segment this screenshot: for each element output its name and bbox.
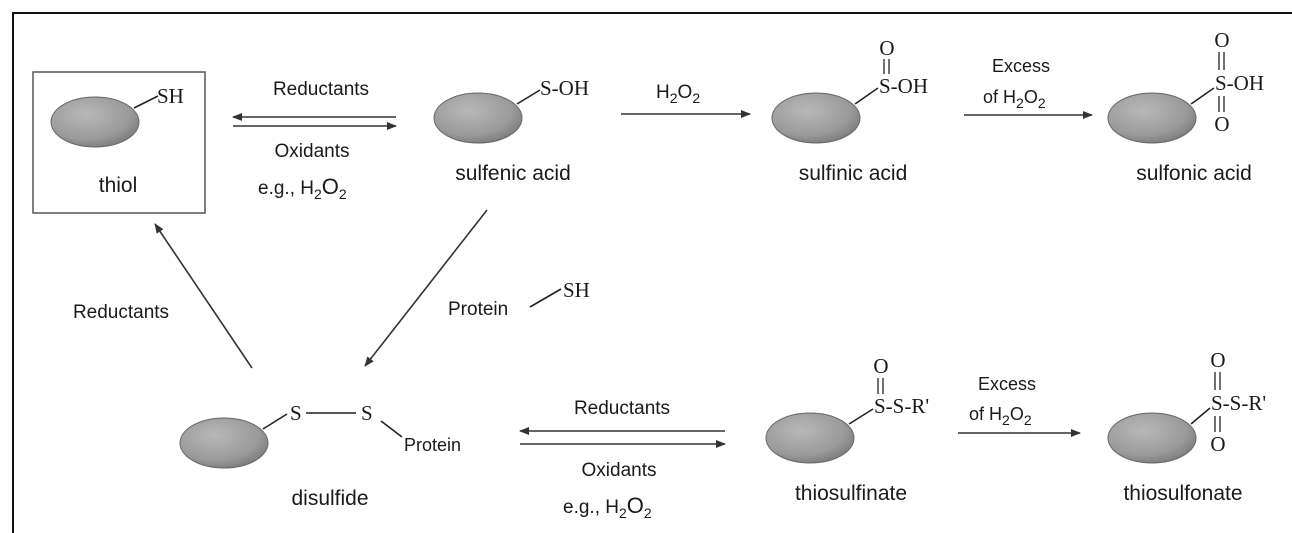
- bond-line: [529, 288, 562, 308]
- protein-blob: [771, 92, 861, 144]
- s1-label: S: [290, 401, 302, 425]
- bond-line: [1190, 87, 1215, 105]
- reductants-label: Reductants: [273, 79, 369, 100]
- disulfide-species: S S Protein disulfide: [179, 401, 461, 510]
- thiosulfinate-name: thiosulfinate: [795, 482, 907, 505]
- o-text: O: [322, 174, 339, 199]
- eg-text: e.g., H: [258, 178, 314, 199]
- sulfonic-group: S-OH: [1215, 71, 1264, 95]
- sub-2: 2: [1002, 412, 1010, 428]
- of-h-text: of H: [969, 404, 1002, 424]
- of-h2o2-label: of H2O2: [969, 404, 1032, 428]
- bond-line: [1190, 407, 1211, 425]
- sulfinic-acid-species: O S-OH sulfinic acid: [771, 36, 928, 185]
- protein-sh-reagent: Protein SH: [448, 278, 590, 320]
- sh-label: SH: [563, 278, 590, 302]
- disulfide-thiosulfinate-equilibrium: Reductants Oxidants e.g., H2O2: [519, 398, 726, 521]
- thiosulfinate-species: O S-S-R' thiosulfinate: [765, 354, 929, 505]
- sub-2: 2: [619, 505, 627, 521]
- o-text: O: [1024, 87, 1038, 107]
- h-text: H: [656, 82, 670, 103]
- of-h-text: of H: [983, 87, 1016, 107]
- oxygen-bottom: O: [1210, 432, 1225, 456]
- oxygen-top: O: [1210, 348, 1225, 372]
- sulfinic-name: sulfinic acid: [799, 162, 908, 185]
- oxidants-label: Oxidants: [582, 460, 657, 481]
- reductants-label: Reductants: [574, 398, 670, 419]
- sub-2: 2: [692, 90, 700, 106]
- sulfenic-to-disulfide-arrow: [364, 209, 488, 367]
- excess-label: Excess: [978, 374, 1036, 394]
- sulfinic-group: S-OH: [879, 74, 928, 98]
- bond-line: [380, 420, 403, 438]
- oxygen-top: O: [879, 36, 894, 60]
- o-text: O: [627, 493, 644, 518]
- excess-label: Excess: [992, 56, 1050, 76]
- eg-text: e.g., H: [563, 497, 619, 518]
- protein-blob: [765, 412, 855, 464]
- sulfenic-name: sulfenic acid: [455, 162, 571, 185]
- bond-line: [133, 95, 159, 109]
- s2-label: S: [361, 401, 373, 425]
- disulfide-to-thiol-arrow: [154, 223, 253, 369]
- o-text: O: [1010, 404, 1024, 424]
- protein-blob: [50, 96, 140, 148]
- sulfonic-name: sulfonic acid: [1136, 162, 1252, 185]
- thiosulfonate-species: O S-S-R' O thiosulfonate: [1107, 348, 1266, 505]
- diagram-frame: [12, 12, 1292, 533]
- sub-2: 2: [1016, 95, 1024, 111]
- h2o2-label: H2O2: [656, 82, 700, 106]
- sub-2: 2: [1024, 412, 1032, 428]
- protein-blob: [433, 92, 523, 144]
- sub-2: 2: [670, 90, 678, 106]
- sub-2: 2: [644, 505, 652, 521]
- excess-h2o2-arrow-2: Excess of H2O2: [958, 374, 1081, 437]
- sub-2: 2: [314, 186, 322, 202]
- protein-blob: [179, 417, 269, 469]
- thiosulfonate-name: thiosulfonate: [1123, 482, 1242, 505]
- thiol-group: SH: [157, 84, 184, 108]
- oxygen-top: O: [1214, 28, 1229, 52]
- oxygen-bottom: O: [1214, 112, 1229, 136]
- oxidants-label: Oxidants: [275, 141, 350, 162]
- thiol-box: [32, 71, 206, 214]
- bond-line: [516, 89, 541, 105]
- protein-blob: [1107, 92, 1197, 144]
- bond-line: [854, 87, 879, 105]
- reductants-side-label: Reductants: [73, 302, 169, 323]
- excess-h2o2-arrow-1: Excess of H2O2: [964, 56, 1093, 119]
- oxygen-top: O: [873, 354, 888, 378]
- thiol-species: SH thiol: [32, 71, 206, 214]
- h2o2-arrow-1: H2O2: [621, 82, 751, 118]
- of-h2o2-label: of H2O2: [983, 87, 1046, 111]
- disulfide-name: disulfide: [291, 487, 368, 510]
- sulfonic-acid-species: O S-OH O sulfonic acid: [1107, 28, 1264, 185]
- sulfenic-acid-species: S-OH sulfenic acid: [433, 76, 589, 185]
- eg-h2o2-label: e.g., H2O2: [563, 493, 652, 521]
- thiol-name: thiol: [99, 174, 138, 197]
- protein-tail: Protein: [404, 435, 461, 455]
- sulfenic-group: S-OH: [540, 76, 589, 100]
- sub-2: 2: [1038, 95, 1046, 111]
- o-text: O: [678, 82, 693, 103]
- protein-blob: [1107, 412, 1197, 464]
- bond-line: [848, 408, 874, 425]
- thiol-sulfenic-equilibrium: Reductants Oxidants e.g., H2O2: [232, 79, 397, 202]
- protein-label: Protein: [448, 299, 508, 320]
- thiosulfonate-group: S-S-R': [1211, 391, 1266, 415]
- sub-2: 2: [339, 186, 347, 202]
- thiosulfinate-group: S-S-R': [874, 394, 929, 418]
- bond-line: [262, 413, 288, 430]
- eg-h2o2-label: e.g., H2O2: [258, 174, 347, 202]
